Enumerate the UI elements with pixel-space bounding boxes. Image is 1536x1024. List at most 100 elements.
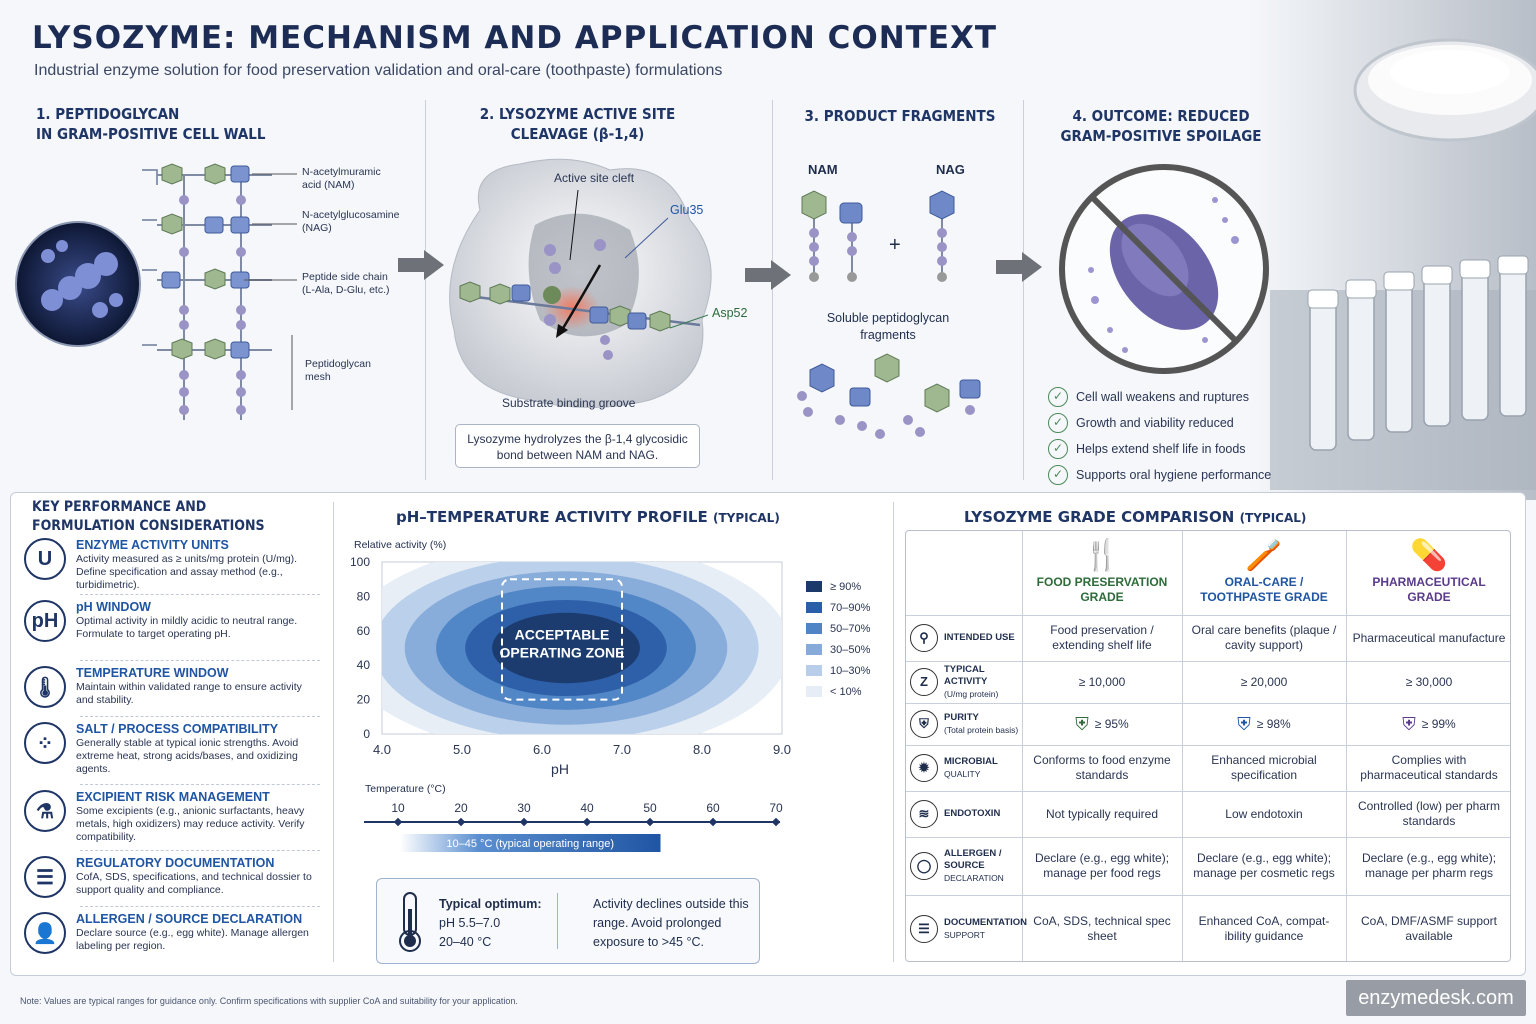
legend-swatch: [806, 581, 822, 592]
y-tick-label: 80: [357, 589, 371, 603]
arrow-right-icon: [398, 250, 444, 280]
kpc-heading: TEMPERATURE WINDOW: [76, 666, 229, 680]
outcome-list: ✓Cell wall weakens and ruptures ✓Growth …: [1048, 384, 1271, 488]
label-binding-groove: Substrate binding groove: [502, 396, 636, 410]
temp-tick-mark: [771, 817, 781, 827]
kpc-separator: [80, 850, 320, 851]
outcome-item: ✓Growth and viability reduced: [1048, 410, 1271, 436]
page-title: LYSOZYME: MECHANISM AND APPLICATION CONT…: [32, 20, 998, 56]
legend-swatch: [806, 623, 822, 634]
legend-swatch: [806, 686, 822, 697]
row-icon: ◯: [910, 852, 938, 880]
temp-tick-label: 60: [706, 801, 720, 815]
fragments-illustration: [797, 190, 981, 439]
plus-sign: +: [889, 234, 901, 256]
kpc-separator: [80, 906, 320, 907]
cleavage-caption: Lysozyme hydrolyzes the β-1,4 glycosidic…: [455, 424, 700, 468]
legend-entry: 70–90%: [806, 597, 870, 618]
grade-cell: ≥ 10,000: [1078, 674, 1126, 689]
temp-tick-mark: [582, 817, 592, 827]
temp-tick-mark: [645, 817, 655, 827]
temp-range-bar: [400, 834, 661, 852]
outcome-item: ✓Helps extend shelf life in foods: [1048, 436, 1271, 462]
temp-range-label: 10–45 °C (typical operating range): [446, 838, 614, 850]
grade-cell: Declare (e.g., egg white); manage per fo…: [1034, 851, 1170, 880]
kpc-heading: ENZYME ACTIVITY UNITS: [76, 538, 229, 552]
label-peptide-chain: Peptide side chain (L-Ala, D-Glu, etc.): [302, 271, 390, 296]
kpc-icon: U: [24, 538, 66, 580]
optimum-temp: 20–40 °C: [439, 935, 492, 949]
temp-tick-mark: [519, 817, 529, 827]
x-axis-label: pH: [551, 761, 569, 777]
temp-tick-label: 30: [517, 801, 531, 815]
label-fragment-nam: NAM: [808, 162, 838, 177]
arrow-right-icon: [996, 252, 1042, 282]
check-icon: ✓: [1048, 413, 1068, 433]
x-tick-label: 8.0: [693, 742, 711, 757]
kpc-icon: ☰: [24, 856, 66, 898]
temp-tick-mark: [708, 817, 718, 827]
kpc-icon: 🌡: [24, 666, 66, 708]
kpc-heading: EXCIPIENT RISK MANAGEMENT: [76, 790, 270, 804]
kpc-text: CofA, SDS, specifications, and technical…: [76, 871, 312, 896]
temp-tick-mark: [456, 817, 466, 827]
thermometer-icon: [399, 892, 421, 952]
grade-column-header: 🪥ORAL-CARE /TOOTHPASTE GRADE: [1182, 537, 1346, 605]
grade-cell: Not typically required: [1045, 806, 1159, 821]
grade-cell: Declare (e.g., egg white); manage per ph…: [1361, 851, 1497, 880]
site-watermark: enzymedesk.com: [1346, 980, 1526, 1016]
legend-swatch: [806, 644, 822, 655]
grade-cell: ⛨≥ 98%: [1237, 713, 1291, 734]
kpc-separator: [80, 660, 320, 661]
grade-cell: CoA, DMF/ASMF support available: [1360, 914, 1498, 943]
shield-icon: ⛨: [1075, 713, 1089, 734]
grade-row-label: ⚲INTENDED USE: [906, 615, 1022, 661]
kpc-icon: ⚗: [24, 790, 66, 832]
legend-swatch: [806, 602, 822, 613]
kpc-separator: [80, 594, 320, 595]
grade-cell: Complies with pharmaceutical standards: [1360, 753, 1498, 782]
lab-photo-background: [1250, 0, 1536, 500]
divider: [893, 502, 894, 962]
row-icon: ≋: [910, 800, 938, 828]
grade-cell: Enhanced CoA, compat- ibility guidance: [1198, 914, 1330, 943]
no-bacteria-illustration: [1059, 164, 1269, 374]
grade-icon: 🍴: [1083, 539, 1121, 572]
lysozyme-structure-illustration: [449, 158, 712, 408]
temp-tick-mark: [393, 817, 403, 827]
grade-cell: Low endotoxin: [1225, 806, 1303, 821]
activity-contour: [492, 612, 640, 684]
outcome-item: ✓Cell wall weakens and ruptures: [1048, 384, 1271, 410]
grade-icon: 💊: [1410, 539, 1448, 572]
label-fragment-nag: NAG: [936, 162, 965, 177]
page-subtitle: Industrial enzyme solution for food pres…: [34, 62, 723, 79]
y-tick-label: 100: [350, 555, 370, 569]
label-glu35: Glu35: [670, 203, 704, 217]
grade-cell: ≥ 30,000: [1405, 674, 1453, 689]
kpc-icon: ⁘: [24, 722, 66, 764]
check-icon: ✓: [1048, 465, 1068, 485]
kpc-icon: 👤: [24, 912, 66, 954]
y-tick-label: 0: [363, 727, 370, 741]
divider: [333, 502, 334, 962]
kpc-separator: [80, 716, 320, 717]
grade-cell: Enhanced microbial specification: [1211, 753, 1317, 782]
kpc-text: Maintain within validated range to ensur…: [76, 681, 302, 706]
label-soluble-fragments: Soluble peptidoglycan fragments: [826, 311, 950, 342]
chart-title: pH–TEMPERATURE ACTIVITY PROFILE (TYPICAL…: [396, 508, 780, 526]
lab-photo-illustration: [1270, 38, 1536, 490]
divider: [425, 100, 426, 480]
